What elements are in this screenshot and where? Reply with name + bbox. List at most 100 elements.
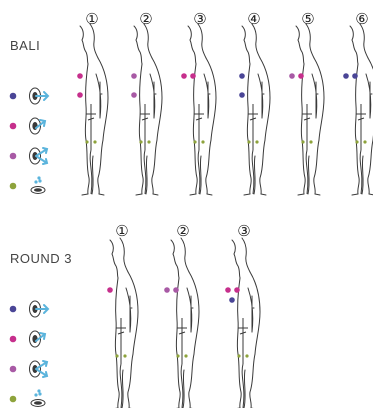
ear-arrow-right-icon xyxy=(29,87,50,105)
legend-dot xyxy=(9,365,17,373)
leg-line xyxy=(359,149,363,195)
ear-outline xyxy=(29,147,41,165)
drip-drop xyxy=(37,389,41,393)
step-number: ⑤ xyxy=(301,10,315,28)
marker-dot xyxy=(234,287,240,293)
marker-dot xyxy=(298,73,304,79)
olive-dot xyxy=(237,354,241,358)
olive-dot xyxy=(201,140,205,144)
olive-dot xyxy=(184,354,188,358)
section-round3 xyxy=(9,237,261,408)
leg-line xyxy=(251,149,255,195)
drip-dish xyxy=(30,186,46,194)
section-title-bali: BALI xyxy=(10,38,41,53)
drip-drop xyxy=(34,393,38,397)
marker-dot xyxy=(131,92,137,98)
olive-dot xyxy=(363,140,367,144)
marker-dot xyxy=(173,287,179,293)
ear-outline xyxy=(29,360,41,378)
figure-step xyxy=(164,237,200,408)
marker-dot xyxy=(77,92,83,98)
olive-dot xyxy=(93,140,97,144)
drip-dish xyxy=(30,399,46,407)
legend-dot xyxy=(9,335,17,343)
arrow xyxy=(35,119,47,129)
body-silhouette xyxy=(133,23,163,196)
ear-outline xyxy=(29,330,41,348)
section-title-round3: ROUND 3 xyxy=(10,251,73,266)
body-silhouette xyxy=(79,23,109,196)
marker-dot xyxy=(107,287,113,293)
marker-dot xyxy=(352,73,358,79)
section-bali xyxy=(9,23,373,196)
arrow xyxy=(35,147,49,165)
olive-dot xyxy=(245,354,249,358)
arrow xyxy=(35,304,50,314)
ear-canal xyxy=(32,122,38,130)
olive-dot xyxy=(115,354,119,358)
legend-dot xyxy=(9,122,17,130)
olive-dot xyxy=(147,140,151,144)
drip-drop xyxy=(38,179,42,183)
marker-dot xyxy=(239,92,245,98)
ear-outline xyxy=(29,117,41,135)
body-silhouette xyxy=(187,23,217,196)
olive-dot xyxy=(355,140,359,144)
marker-dot xyxy=(190,73,196,79)
step-number: ① xyxy=(115,222,129,240)
olive-dot xyxy=(301,140,305,144)
marker-dot xyxy=(289,73,295,79)
figure-step xyxy=(131,23,163,196)
drip-dish-center xyxy=(34,188,42,192)
drip-drop xyxy=(37,176,41,180)
step-number: ① xyxy=(85,10,99,28)
step-number: ⑥ xyxy=(355,10,369,28)
drip-drop xyxy=(34,180,38,184)
legend-row xyxy=(9,300,50,318)
ear-arrow-split-icon xyxy=(29,360,49,378)
figure-step xyxy=(239,23,271,196)
figure-step xyxy=(107,237,139,408)
marker-dot xyxy=(164,287,170,293)
leg-line xyxy=(89,149,93,195)
legend-row xyxy=(9,117,47,135)
figure-step xyxy=(343,23,373,196)
leg-line xyxy=(143,149,147,195)
leg-line xyxy=(197,149,201,195)
marker-dot xyxy=(77,73,83,79)
figure-step xyxy=(289,23,325,196)
ear-arrow-right-icon xyxy=(29,300,50,318)
figure-step xyxy=(225,237,261,408)
arrow xyxy=(35,332,47,342)
legend-dot xyxy=(9,152,17,160)
legend-row xyxy=(9,330,47,348)
ear-arrow-split-icon xyxy=(29,147,49,165)
drip-icon xyxy=(30,176,46,194)
olive-dot xyxy=(247,140,251,144)
body-silhouette xyxy=(231,237,261,408)
step-number: ③ xyxy=(193,10,207,28)
legend-dot xyxy=(9,182,17,190)
legend-row xyxy=(9,87,50,105)
marker-dot xyxy=(131,73,137,79)
legend-row xyxy=(9,360,49,378)
step-number: ④ xyxy=(247,10,261,28)
drip-drop xyxy=(38,392,42,396)
marker-dot xyxy=(229,297,235,303)
marker-dot xyxy=(239,73,245,79)
leg-line xyxy=(119,363,123,408)
leg-line xyxy=(305,149,309,195)
olive-dot xyxy=(255,140,259,144)
body-silhouette xyxy=(295,23,325,196)
figure-step xyxy=(77,23,109,196)
marker-dot xyxy=(343,73,349,79)
olive-dot xyxy=(139,140,143,144)
legend-dot xyxy=(9,305,17,313)
legend-dot xyxy=(9,92,17,100)
step-number: ② xyxy=(176,222,190,240)
body-silhouette xyxy=(241,23,271,196)
legend-row xyxy=(9,389,46,407)
step-number: ② xyxy=(139,10,153,28)
